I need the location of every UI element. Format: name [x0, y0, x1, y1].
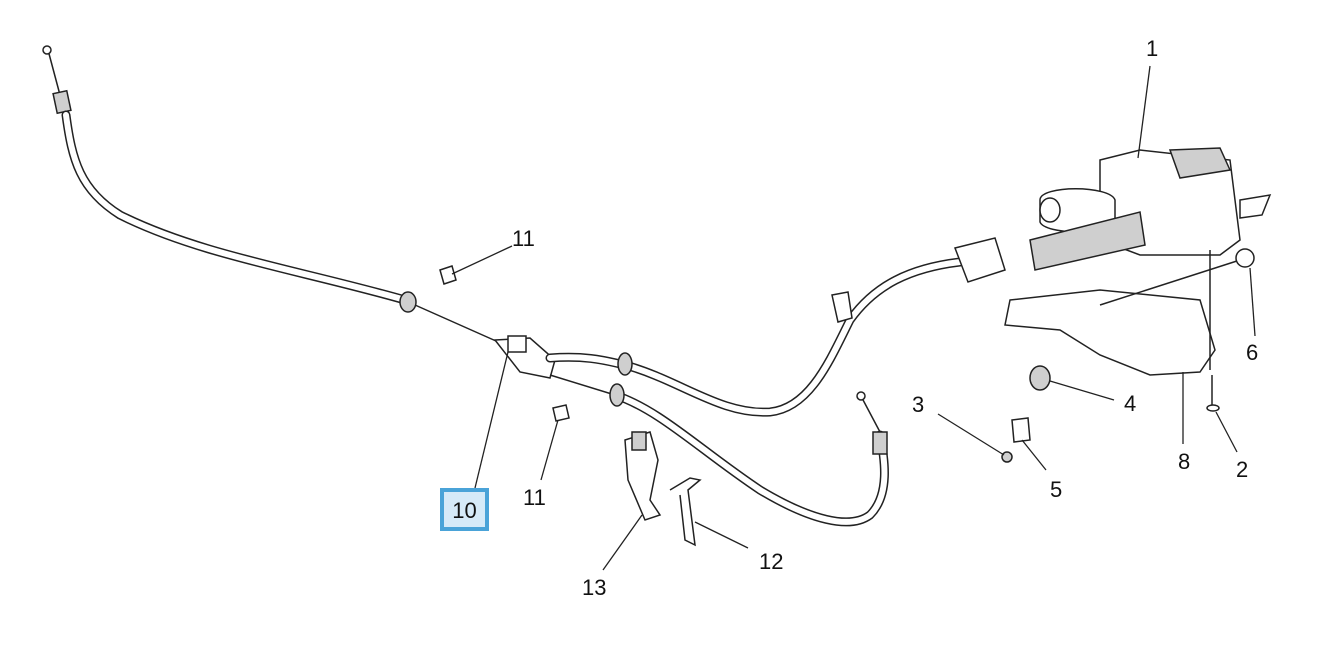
grommet-4 — [1029, 365, 1051, 391]
leader-lines — [451, 65, 1256, 571]
callout-3[interactable]: 3 — [912, 392, 924, 417]
callout-10-label: 10 — [452, 498, 476, 523]
callout-12[interactable]: 12 — [759, 549, 783, 574]
rear-cable — [609, 383, 889, 527]
callout-1[interactable]: 1 — [1146, 36, 1158, 61]
callout-8[interactable]: 8 — [1178, 449, 1190, 474]
bracket-13 — [624, 431, 662, 521]
bracket-8 — [1004, 248, 1255, 376]
callout-11-lower[interactable]: 11 — [523, 485, 546, 510]
callout-6[interactable]: 6 — [1246, 340, 1258, 365]
spring-clip-12 — [669, 477, 702, 547]
callout-2[interactable]: 2 — [1236, 457, 1248, 482]
clip-11-lower — [552, 404, 570, 422]
callout-11-upper[interactable]: 11 — [512, 226, 535, 251]
callout-5[interactable]: 5 — [1050, 477, 1062, 502]
nut-3 — [1001, 451, 1013, 463]
front-cable — [42, 45, 506, 346]
callout-4[interactable]: 4 — [1124, 391, 1136, 416]
callout-10-highlighted[interactable]: 10 — [440, 488, 489, 531]
clip-11-upper — [439, 265, 457, 285]
cable-equalizer — [493, 335, 616, 396]
callout-13[interactable]: 13 — [582, 575, 606, 600]
actuator-module-1 — [1029, 147, 1272, 271]
actuator-cable — [545, 237, 1006, 417]
bolt-2 — [1206, 375, 1220, 412]
bushing-5 — [1011, 417, 1031, 443]
